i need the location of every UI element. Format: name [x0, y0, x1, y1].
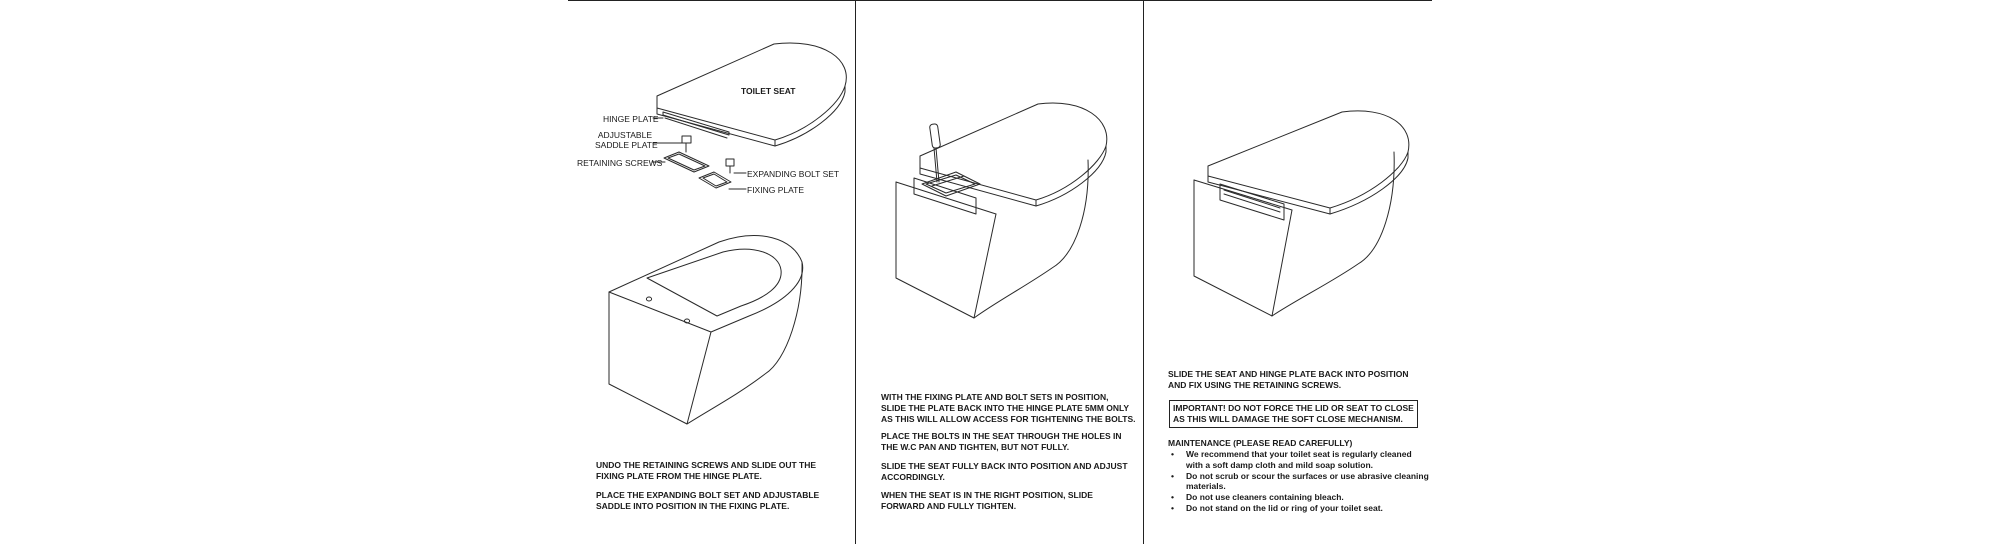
step-1-text: UNDO THE RETAINING SCREWS AND SLIDE OUT …: [596, 460, 817, 481]
toilet-seat-drawing: [656, 42, 847, 147]
label-expanding-bolt-set: EXPANDING BOLT SET: [747, 169, 840, 179]
fixing-plate-drawing: [663, 151, 732, 189]
list-item: • Do not scrub or scour the surfaces or …: [1171, 470, 1429, 492]
hinge-plate-drawing: [1219, 183, 1285, 221]
maintenance-list: • We recommend that your toilet seat is …: [1168, 449, 1430, 514]
step-4-text: PLACE THE BOLTS IN THE SEAT THROUGH THE …: [881, 431, 1122, 452]
label-fixing-plate: FIXING PLATE: [747, 185, 804, 195]
step-3-text: WITH THE FIXING PLATE AND BOLT SETS IN P…: [881, 392, 1136, 424]
label-adjustable: ADJUSTABLE: [597, 130, 652, 140]
label-leader-lines: [651, 117, 747, 190]
list-item: • We recommend that your toilet seat is …: [1171, 449, 1412, 470]
step-5-text: SLIDE THE SEAT FULLY BACK INTO POSITION …: [881, 461, 1128, 482]
hinge-plate-drawing: [913, 171, 981, 215]
exploded-seat-illustration: [608, 42, 847, 425]
tightening-illustration: [895, 102, 1108, 319]
important-warning-box: IMPORTANT! DO NOT FORCE THE LID OR SEAT …: [1169, 400, 1418, 428]
label-toilet-seat: TOILET SEAT: [741, 86, 796, 96]
step-6-text: WHEN THE SEAT IS IN THE RIGHT POSITION, …: [881, 490, 1093, 511]
step-panel-2: WITH THE FIXING PLATE AND BOLT SETS IN P…: [856, 0, 1143, 544]
label-hinge-plate: HINGE PLATE: [603, 114, 659, 124]
wc-pan-drawing: [608, 235, 804, 425]
list-item: • Do not stand on the lid or ring of you…: [1171, 503, 1383, 513]
toilet-seat-drawing: [919, 102, 1108, 207]
wc-pan-drawing: [895, 159, 1089, 319]
step-panel-3: SLIDE THE SEAT AND HINGE PLATE BACK INTO…: [1144, 0, 1432, 544]
top-border-line: [568, 0, 1432, 1]
wc-pan-drawing: [1193, 151, 1395, 317]
list-item: • Do not use cleaners containing bleach.: [1171, 492, 1344, 502]
saddle-plate-drawing: [681, 135, 735, 174]
label-saddle-plate: SADDLE PLATE: [595, 140, 658, 150]
final-assembly-illustration: [1193, 110, 1410, 317]
label-retaining-screws: RETAINING SCREWS: [577, 158, 663, 168]
toilet-seat-drawing: [1207, 110, 1410, 215]
step-panel-1: TOILET SEAT HINGE PLATE ADJUSTABLE SADDL…: [569, 0, 855, 544]
maintenance-heading: MAINTENANCE (PLEASE READ CAREFULLY): [1168, 438, 1353, 448]
column-divider-2: [1143, 0, 1144, 544]
step-2-text: PLACE THE EXPANDING BOLT SET AND ADJUSTA…: [596, 490, 820, 511]
hinge-plate-drawing: [662, 111, 730, 139]
step-7-text: SLIDE THE SEAT AND HINGE PLATE BACK INTO…: [1168, 369, 1409, 390]
screwdriver-icon: [929, 123, 941, 183]
column-divider-1: [855, 0, 856, 544]
